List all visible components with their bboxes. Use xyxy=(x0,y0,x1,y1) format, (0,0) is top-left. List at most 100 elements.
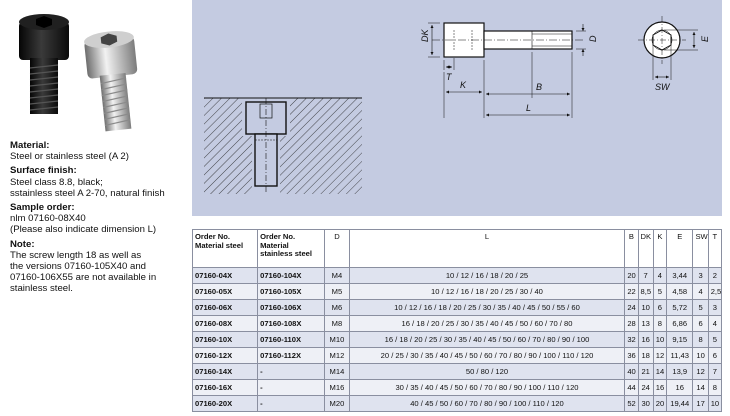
header-order-stainless: Order No. Material stainless steel xyxy=(257,229,326,268)
note-text: The screw length 18 as well as the versi… xyxy=(10,249,157,295)
e-value: 19,44 xyxy=(666,395,694,412)
sw-value: 14 xyxy=(692,379,709,396)
e-label: E xyxy=(700,35,710,42)
e-value: 4,58 xyxy=(666,283,694,300)
l-values: 16 / 18 / 20 / 25 / 30 / 35 / 40 / 45 / … xyxy=(348,315,626,332)
sw-value: 17 xyxy=(692,395,709,412)
dk-value: 21 xyxy=(637,363,654,380)
order-no-stainless: 07160-105X xyxy=(257,283,326,300)
e-value: 11,43 xyxy=(666,347,694,364)
t-value: 3 xyxy=(707,299,723,316)
b-value: 52 xyxy=(624,395,639,412)
l-label: L xyxy=(526,103,531,113)
b-value: 28 xyxy=(624,315,639,332)
order-no-stainless: - xyxy=(257,379,326,396)
surface-heading: Surface finish: xyxy=(10,165,77,177)
dk-value: 16 xyxy=(637,331,654,348)
side-view xyxy=(428,22,586,118)
order-no-stainless: 07160-108X xyxy=(257,315,326,332)
black-screw-image xyxy=(19,14,69,114)
product-photo xyxy=(8,8,178,136)
l-values: 16 / 18 / 20 / 25 / 30 / 35 / 40 / 45 / … xyxy=(348,331,626,348)
t-value: 2,5 xyxy=(707,283,723,300)
l-values: 40 / 45 / 50 / 60 / 70 / 80 / 90 / 100 /… xyxy=(348,395,626,412)
note-heading: Note: xyxy=(10,238,35,250)
dk-value: 24 xyxy=(637,379,654,396)
e-value: 5,72 xyxy=(666,299,694,316)
sw-value: 12 xyxy=(692,363,709,380)
t-value: 8 xyxy=(707,379,723,396)
header-e: E xyxy=(666,229,694,268)
header-order-steel: Order No. Material steel xyxy=(191,229,259,268)
k-value: 16 xyxy=(652,379,668,396)
b-value: 22 xyxy=(624,283,639,300)
order-no-stainless: - xyxy=(257,395,326,412)
d-value: M20 xyxy=(324,395,350,412)
header-b: B xyxy=(624,229,639,268)
dimension-table: Order No. Material steel Order No. Mater… xyxy=(191,229,723,412)
b-value: 36 xyxy=(624,347,639,364)
e-value: 13,9 xyxy=(666,363,694,380)
l-values: 20 / 25 / 30 / 35 / 40 / 45 / 50 / 60 / … xyxy=(348,347,626,364)
l-values: 10 / 12 / 16 / 18 / 20 / 25 / 30 / 35 / … xyxy=(348,299,626,316)
order-no-steel: 07160-16X xyxy=(191,379,259,396)
d-value: M4 xyxy=(324,267,350,284)
product-info: Material: Steel or stainless steel (A 2)… xyxy=(10,140,186,295)
t-value: 2 xyxy=(707,267,723,284)
b-value: 44 xyxy=(624,379,639,396)
sample-order-text: nlm 07160-08X40 (Please also indicate di… xyxy=(10,213,157,236)
e-value: 9,15 xyxy=(666,331,694,348)
sw-value: 10 xyxy=(692,347,709,364)
k-value: 20 xyxy=(652,395,668,412)
d-value: M10 xyxy=(324,331,350,348)
dk-value: 10 xyxy=(637,299,654,316)
dk-value: 8,5 xyxy=(637,283,654,300)
surface-text: Steel class 8.8, black; sstainless steel… xyxy=(10,176,165,199)
sw-value: 3 xyxy=(692,267,709,284)
sw-value: 6 xyxy=(692,315,709,332)
order-no-stainless: 07160-112X xyxy=(257,347,326,364)
order-no-stainless: 07160-110X xyxy=(257,331,326,348)
d-value: M6 xyxy=(324,299,350,316)
d-value: M16 xyxy=(324,379,350,396)
k-value: 10 xyxy=(652,331,668,348)
t-label: T xyxy=(446,72,453,82)
section-view xyxy=(204,97,362,194)
e-value: 6,86 xyxy=(666,315,694,332)
sample-order-heading: Sample order: xyxy=(10,202,75,214)
t-value: 5 xyxy=(707,331,723,348)
order-no-steel: 07160-06X xyxy=(191,299,259,316)
technical-drawing: DK D T K B L E SW xyxy=(192,0,722,216)
sw-value: 4 xyxy=(692,283,709,300)
dk-value: 18 xyxy=(637,347,654,364)
e-value: 16 xyxy=(666,379,694,396)
dk-value: 30 xyxy=(637,395,654,412)
order-no-stainless: - xyxy=(257,363,326,380)
dk-value: 13 xyxy=(637,315,654,332)
order-no-steel: 07160-05X xyxy=(191,283,259,300)
dk-label: DK xyxy=(420,29,430,42)
d-value: M8 xyxy=(324,315,350,332)
order-no-steel: 07160-14X xyxy=(191,363,259,380)
order-no-stainless: 07160-106X xyxy=(257,299,326,316)
b-label: B xyxy=(536,82,542,92)
l-values: 30 / 35 / 40 / 45 / 50 / 60 / 70 / 80 / … xyxy=(348,379,626,396)
b-value: 32 xyxy=(624,331,639,348)
d-label: D xyxy=(588,35,598,42)
order-no-steel: 07160-20X xyxy=(191,395,259,412)
l-values: 10 / 12 / 16 / 18 / 20 / 25 / 30 / 40 xyxy=(348,283,626,300)
order-no-steel: 07160-12X xyxy=(191,347,259,364)
dk-value: 7 xyxy=(637,267,654,284)
t-value: 10 xyxy=(707,395,723,412)
t-value: 6 xyxy=(707,347,723,364)
sw-label: SW xyxy=(655,82,671,92)
table-header-row: Order No. Material steel Order No. Mater… xyxy=(191,229,723,268)
k-value: 14 xyxy=(652,363,668,380)
l-values: 10 / 12 / 16 / 18 / 20 / 25 xyxy=(348,267,626,284)
e-value: 3,44 xyxy=(666,267,694,284)
